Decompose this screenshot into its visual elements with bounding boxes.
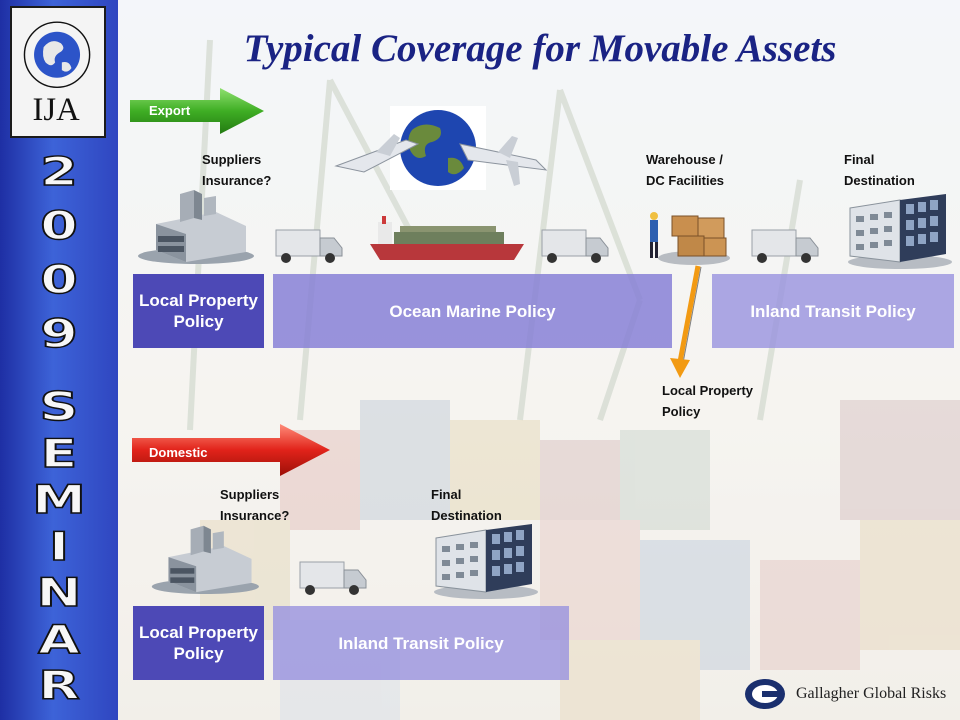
seminar-char: I [48, 523, 70, 569]
warehouse-caption: Warehouse / DC Facilities [646, 152, 725, 188]
domestic-inland-transit-policy: Inland Transit Policy [273, 606, 569, 680]
truck-icon [275, 229, 343, 263]
truck-icon [541, 229, 609, 263]
domestic-suppliers-caption: Suppliers Insurance? [220, 487, 290, 523]
year-char: 0 [39, 256, 79, 303]
sidebar-banner: IJA 2 0 0 9 S E M I N A R [0, 0, 118, 720]
office-building-icon [434, 524, 538, 599]
seminar-char: N [35, 570, 82, 616]
slide-title: Typical Coverage for Movable Assets [243, 27, 837, 70]
footer-brand-text: Gallagher Global Risks [796, 685, 947, 702]
export-local-property-policy: Local Property Policy [133, 274, 264, 348]
truck-icon [299, 561, 367, 595]
year-char: 0 [39, 202, 79, 249]
warehouse-local-property-policy-caption: Local Property Policy [662, 383, 754, 419]
export-label: Export [149, 103, 191, 118]
gallagher-logo-icon [745, 679, 785, 709]
svg-text:IJA: IJA [33, 92, 81, 128]
globe-with-planes-icon [334, 106, 548, 190]
pointer-arrow-icon [670, 265, 702, 378]
seminar-char: M [31, 477, 87, 523]
domestic-arrow-icon [132, 424, 330, 476]
year-char: 2 [39, 148, 79, 195]
year-2009-banner: 2 0 0 9 [0, 145, 118, 361]
seminar-banner: S E M I N A R [0, 384, 118, 710]
seminar-char: E [40, 430, 79, 476]
seminar-char: A [37, 616, 81, 662]
factory-icon [151, 525, 259, 594]
export-suppliers-caption: Suppliers Insurance? [202, 152, 272, 188]
cargo-ship-icon [370, 216, 524, 260]
ija-logo: IJA [10, 6, 106, 138]
export-final-destination-caption: Final Destination [844, 152, 915, 188]
seminar-char: S [39, 384, 80, 430]
year-char: 9 [39, 310, 79, 357]
ocean-marine-policy: Ocean Marine Policy [273, 274, 672, 348]
seminar-char: R [37, 663, 81, 709]
gallagher-footer-logo: Gallagher Global Risks [744, 676, 946, 712]
export-inland-transit-policy: Inland Transit Policy [712, 274, 954, 348]
domestic-label: Domestic [149, 445, 208, 460]
factory-icon [138, 190, 254, 264]
truck-icon [751, 229, 819, 263]
office-building-icon [848, 194, 952, 269]
domestic-local-property-policy: Local Property Policy [133, 606, 264, 680]
domestic-final-destination-caption: Final Destination [431, 487, 502, 523]
warehouse-boxes-icon [650, 212, 730, 265]
export-arrow-icon [130, 88, 264, 134]
